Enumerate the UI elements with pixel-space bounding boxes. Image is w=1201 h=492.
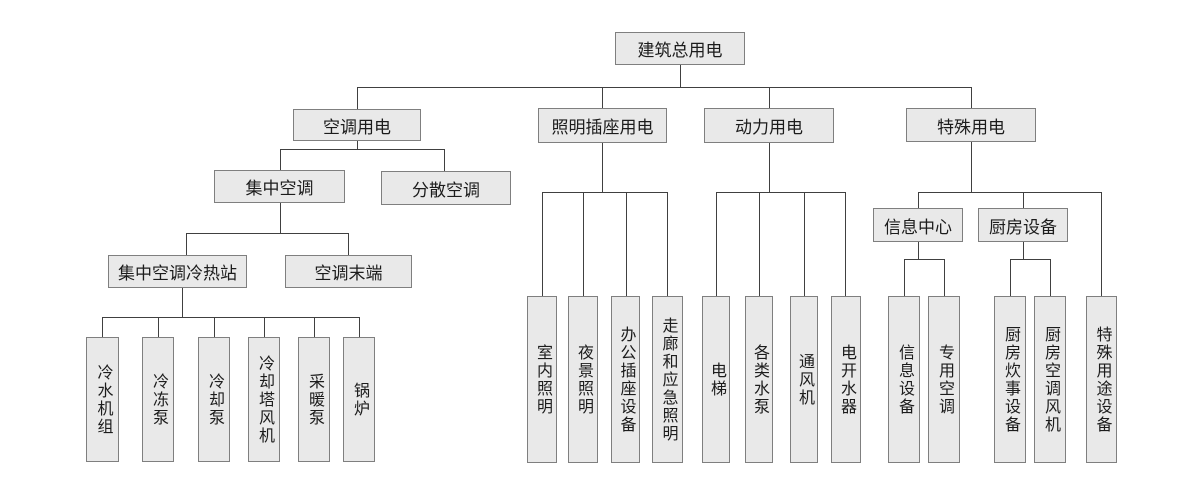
node-chilled-water-pump: 冷冻泵 xyxy=(142,337,174,462)
connector-line xyxy=(542,192,668,193)
connector-line xyxy=(357,141,358,149)
node-distributed-ac: 分散空调 xyxy=(381,171,511,205)
connector-line xyxy=(280,149,445,150)
node-central-ac-plant: 集中空调冷热站 xyxy=(108,255,247,288)
node-nightscape-lighting: 夜景照明 xyxy=(568,296,598,463)
node-special-power: 特殊用电 xyxy=(906,108,1036,142)
connector-line xyxy=(280,149,281,170)
connector-line xyxy=(542,192,543,296)
connector-line xyxy=(845,192,846,296)
node-chiller-unit: 冷水机组 xyxy=(86,337,119,462)
connector-line xyxy=(1023,242,1024,259)
connector-line xyxy=(602,87,603,108)
node-special-purpose-equipment: 特殊用途设备 xyxy=(1086,296,1117,463)
connector-line xyxy=(1050,259,1051,296)
node-cooling-tower-fan: 冷却塔风机 xyxy=(248,337,280,462)
connector-line xyxy=(716,192,717,296)
node-water-pumps: 各类水泵 xyxy=(745,296,773,463)
connector-line xyxy=(667,192,668,296)
node-info-center: 信息中心 xyxy=(873,208,963,242)
connector-line xyxy=(918,192,919,208)
node-info-equipment: 信息设备 xyxy=(888,296,920,463)
node-lighting-socket-power: 照明插座用电 xyxy=(538,108,667,143)
node-motive-power: 动力用电 xyxy=(704,108,834,143)
connector-line xyxy=(904,259,905,296)
connector-line xyxy=(357,87,972,88)
connector-line xyxy=(186,233,187,255)
node-elevator: 电梯 xyxy=(702,296,730,463)
node-ventilation-fan: 通风机 xyxy=(790,296,818,463)
connector-line xyxy=(280,203,281,233)
node-kitchen-equipment: 厨房设备 xyxy=(978,208,1068,242)
connector-line xyxy=(1101,192,1102,296)
node-hvac-power: 空调用电 xyxy=(293,109,421,141)
node-corridor-emergency-lighting: 走廊和应急照明 xyxy=(652,296,683,463)
node-dedicated-ac: 专用空调 xyxy=(928,296,960,463)
node-boiler: 锅炉 xyxy=(343,337,375,462)
connector-line xyxy=(102,317,103,337)
node-indoor-lighting: 室内照明 xyxy=(527,296,557,463)
connector-line xyxy=(971,142,972,192)
connector-line xyxy=(769,87,770,108)
connector-line xyxy=(583,192,584,296)
node-kitchen-ac-fan: 厨房空调风机 xyxy=(1034,296,1066,463)
connector-line xyxy=(1010,259,1051,260)
node-cooling-water-pump: 冷却泵 xyxy=(198,337,230,462)
connector-line xyxy=(904,259,945,260)
node-kitchen-cooking-equipment: 厨房炊事设备 xyxy=(994,296,1026,463)
connector-line xyxy=(359,317,360,337)
node-heating-pump: 采暖泵 xyxy=(298,337,330,462)
connector-line xyxy=(971,87,972,108)
connector-line xyxy=(759,192,760,296)
connector-line xyxy=(264,317,265,337)
node-building-total-power: 建筑总用电 xyxy=(615,32,745,65)
node-central-ac: 集中空调 xyxy=(214,170,345,203)
connector-line xyxy=(716,192,846,193)
connector-line xyxy=(944,259,945,296)
connector-line xyxy=(102,317,360,318)
connector-line xyxy=(182,288,183,317)
node-ac-terminal: 空调末端 xyxy=(285,255,412,288)
connector-line xyxy=(680,65,681,88)
connector-line xyxy=(348,233,349,255)
connector-line xyxy=(357,87,358,109)
connector-line xyxy=(1010,259,1011,296)
connector-line xyxy=(626,192,627,296)
connector-line xyxy=(158,317,159,337)
connector-line xyxy=(602,143,603,192)
connector-line xyxy=(769,143,770,192)
connector-line xyxy=(918,242,919,259)
connector-line xyxy=(918,192,1102,193)
connector-line xyxy=(804,192,805,296)
connector-line xyxy=(314,317,315,337)
connector-line xyxy=(444,149,445,171)
node-electric-water-heater: 电开水器 xyxy=(831,296,861,463)
connector-line xyxy=(186,233,349,234)
connector-line xyxy=(1023,192,1024,208)
connector-line xyxy=(214,317,215,337)
node-office-socket-equipment: 办公插座设备 xyxy=(611,296,640,463)
